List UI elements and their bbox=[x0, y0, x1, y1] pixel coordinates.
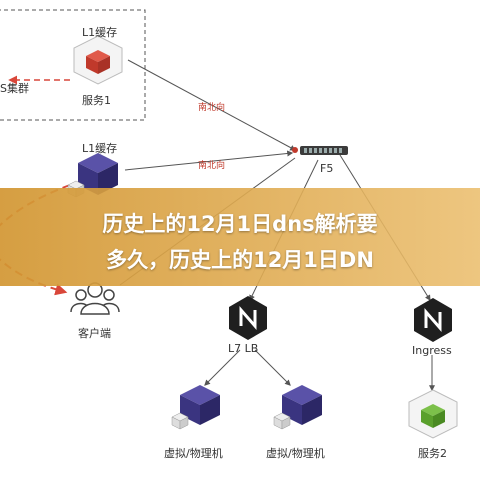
link-l7-vmright bbox=[254, 349, 291, 386]
service2-cube-icon bbox=[408, 389, 458, 439]
edge-label-mid: 南北向 bbox=[198, 161, 226, 171]
cluster-label: S集群 bbox=[0, 82, 29, 95]
nginx-ingress-icon bbox=[414, 298, 452, 342]
nginx-l7lb-icon bbox=[229, 296, 267, 340]
service1-cube-icon bbox=[73, 35, 123, 85]
service2-label: 服务2 bbox=[418, 447, 447, 460]
l1cache-top-label: L1缓存 bbox=[82, 26, 118, 39]
service1-label: 服务1 bbox=[82, 94, 111, 107]
l7lb-label: L7 LB bbox=[228, 342, 259, 355]
client-users-icon bbox=[70, 282, 120, 315]
vm-left-cube-icon bbox=[171, 385, 220, 430]
l1cache-cube-icon bbox=[67, 153, 118, 198]
l1cache-mid-label: L1缓存 bbox=[82, 142, 118, 155]
link-cache-f5 bbox=[124, 150, 294, 171]
title-banner: 历史上的12月1日dns解析要 多久，历史上的12月1日DN bbox=[0, 188, 480, 286]
f5-label: F5 bbox=[320, 162, 334, 175]
ingress-label: Ingress bbox=[412, 344, 452, 357]
banner-line-1: 历史上的12月1日dns解析要 bbox=[102, 212, 378, 236]
client-label: 客户端 bbox=[78, 327, 111, 340]
banner-line-2: 多久，历史上的12月1日DN bbox=[106, 248, 374, 272]
vm-right-label: 虚拟/物理机 bbox=[266, 447, 325, 460]
f5-device-icon bbox=[292, 146, 348, 155]
vm-right-cube-icon bbox=[273, 385, 322, 430]
vm-left-label: 虚拟/物理机 bbox=[164, 447, 223, 460]
cluster-boundary bbox=[0, 9, 146, 121]
edge-label-top: 南北向 bbox=[198, 103, 226, 113]
link-service1-f5 bbox=[127, 59, 297, 151]
link-l7-vmleft bbox=[204, 349, 241, 386]
